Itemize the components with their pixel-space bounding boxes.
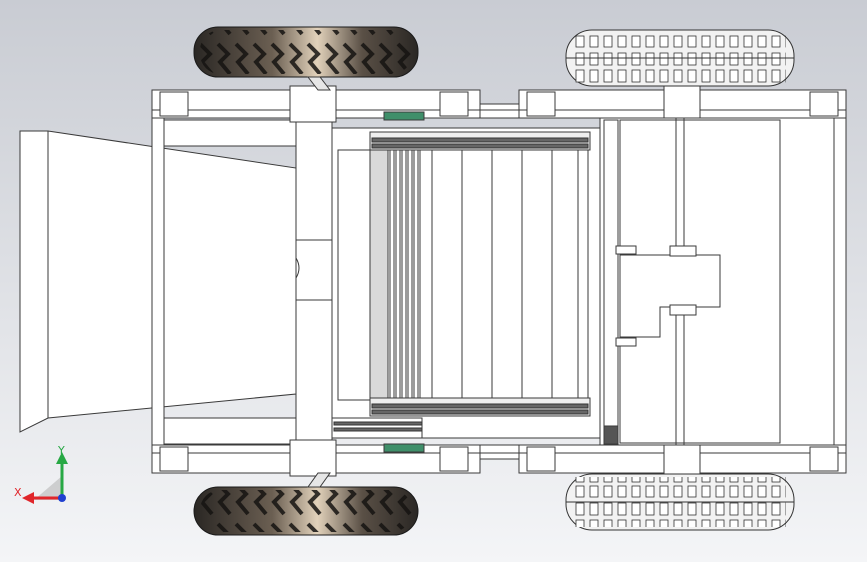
frame-side-members[interactable] bbox=[151, 117, 847, 446]
y-arrow-head-icon bbox=[56, 452, 68, 464]
x-arrow-head-icon bbox=[22, 492, 34, 504]
wheel-rear-top[interactable] bbox=[565, 29, 795, 87]
y-axis-label: Y bbox=[57, 444, 65, 457]
wheel-front-top[interactable] bbox=[193, 26, 419, 78]
wheel-front-bottom[interactable] bbox=[193, 486, 419, 536]
drive-chain bbox=[333, 137, 589, 432]
wheel-struts bbox=[306, 76, 332, 488]
gearbox-bracket[interactable] bbox=[615, 245, 721, 347]
wheel-rear-bottom[interactable] bbox=[565, 473, 795, 531]
screen-conveyor[interactable] bbox=[331, 111, 601, 453]
z-axis-dot-icon bbox=[58, 494, 66, 502]
coordinate-triad: Y X bbox=[14, 444, 68, 504]
main-cross-beam[interactable] bbox=[289, 85, 701, 478]
x-axis-label: X bbox=[14, 486, 22, 499]
